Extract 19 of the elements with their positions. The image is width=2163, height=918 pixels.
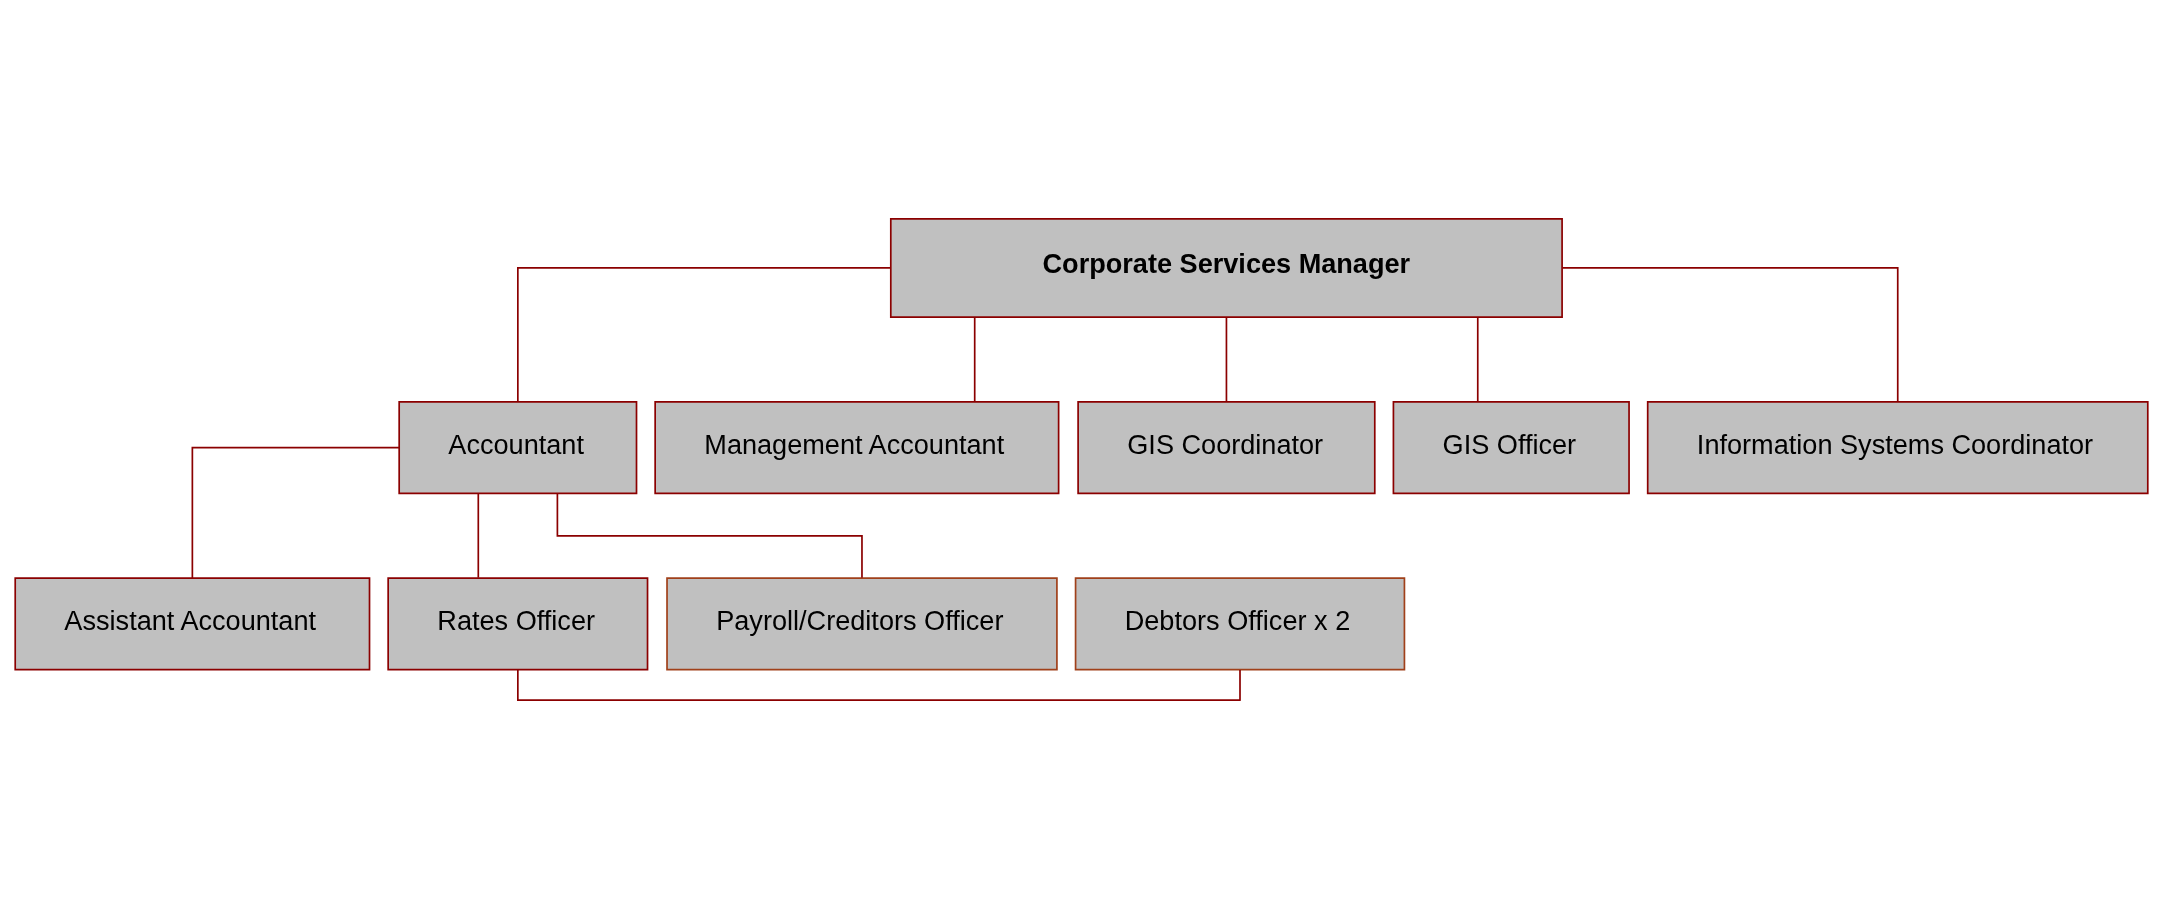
connector (517, 668, 1241, 701)
node-box: Rates Officer (387, 576, 649, 671)
node-box: GIS Officer (1392, 400, 1630, 494)
connector (477, 492, 480, 579)
node-box: Management Accountant (654, 400, 1060, 494)
node-box: Assistant Accountant (14, 576, 371, 671)
node-box: Payroll/Creditors Officer (666, 576, 1058, 671)
connector (1225, 316, 1228, 402)
node-box: Information Systems Coordinator (1646, 400, 2149, 494)
node-box: GIS Coordinator (1077, 400, 1376, 494)
node-box: Accountant (398, 400, 638, 494)
node-box: Corporate Services Manager (889, 217, 1563, 318)
connector (191, 446, 400, 579)
node-box: Debtors Officer x 2 (1074, 576, 1406, 671)
connector (517, 266, 892, 403)
connector (556, 492, 863, 579)
connector (1561, 266, 1899, 403)
connector (973, 316, 976, 402)
connector (1476, 316, 1479, 402)
